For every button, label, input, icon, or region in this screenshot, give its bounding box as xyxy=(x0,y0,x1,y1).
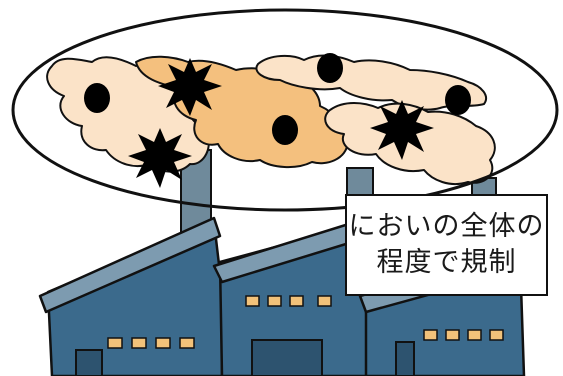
window xyxy=(267,295,282,307)
window xyxy=(131,337,147,349)
regulation-label-line1: においの全体の xyxy=(348,211,545,242)
window xyxy=(179,337,195,349)
window xyxy=(107,337,123,349)
factory-door-left xyxy=(75,349,103,376)
window xyxy=(289,295,304,307)
odor-star xyxy=(128,128,192,188)
window xyxy=(245,295,260,307)
regulation-label-line2: 程度で規制 xyxy=(376,247,517,278)
odor-stars xyxy=(128,58,434,188)
odor-star xyxy=(158,58,222,116)
factory-roof-left xyxy=(38,216,222,314)
odor-star xyxy=(370,100,434,160)
window xyxy=(155,337,171,349)
odor-dot xyxy=(84,83,110,113)
odor-dot xyxy=(445,85,471,115)
window xyxy=(423,329,438,341)
odor-dot xyxy=(317,53,343,83)
window xyxy=(489,329,504,341)
regulation-label-box: においの全体の 程度で規制 xyxy=(345,194,548,296)
odor-dot xyxy=(272,115,298,145)
window xyxy=(445,329,460,341)
smoke xyxy=(46,54,496,186)
smoke-cloud-right-top xyxy=(255,54,487,111)
window xyxy=(467,329,482,341)
factory-door-middle xyxy=(251,339,323,376)
odor-particles xyxy=(84,53,471,145)
window xyxy=(317,295,332,307)
factory-windows xyxy=(107,295,504,349)
odor-area-ellipse xyxy=(11,8,559,212)
factory-door-right xyxy=(395,341,415,376)
